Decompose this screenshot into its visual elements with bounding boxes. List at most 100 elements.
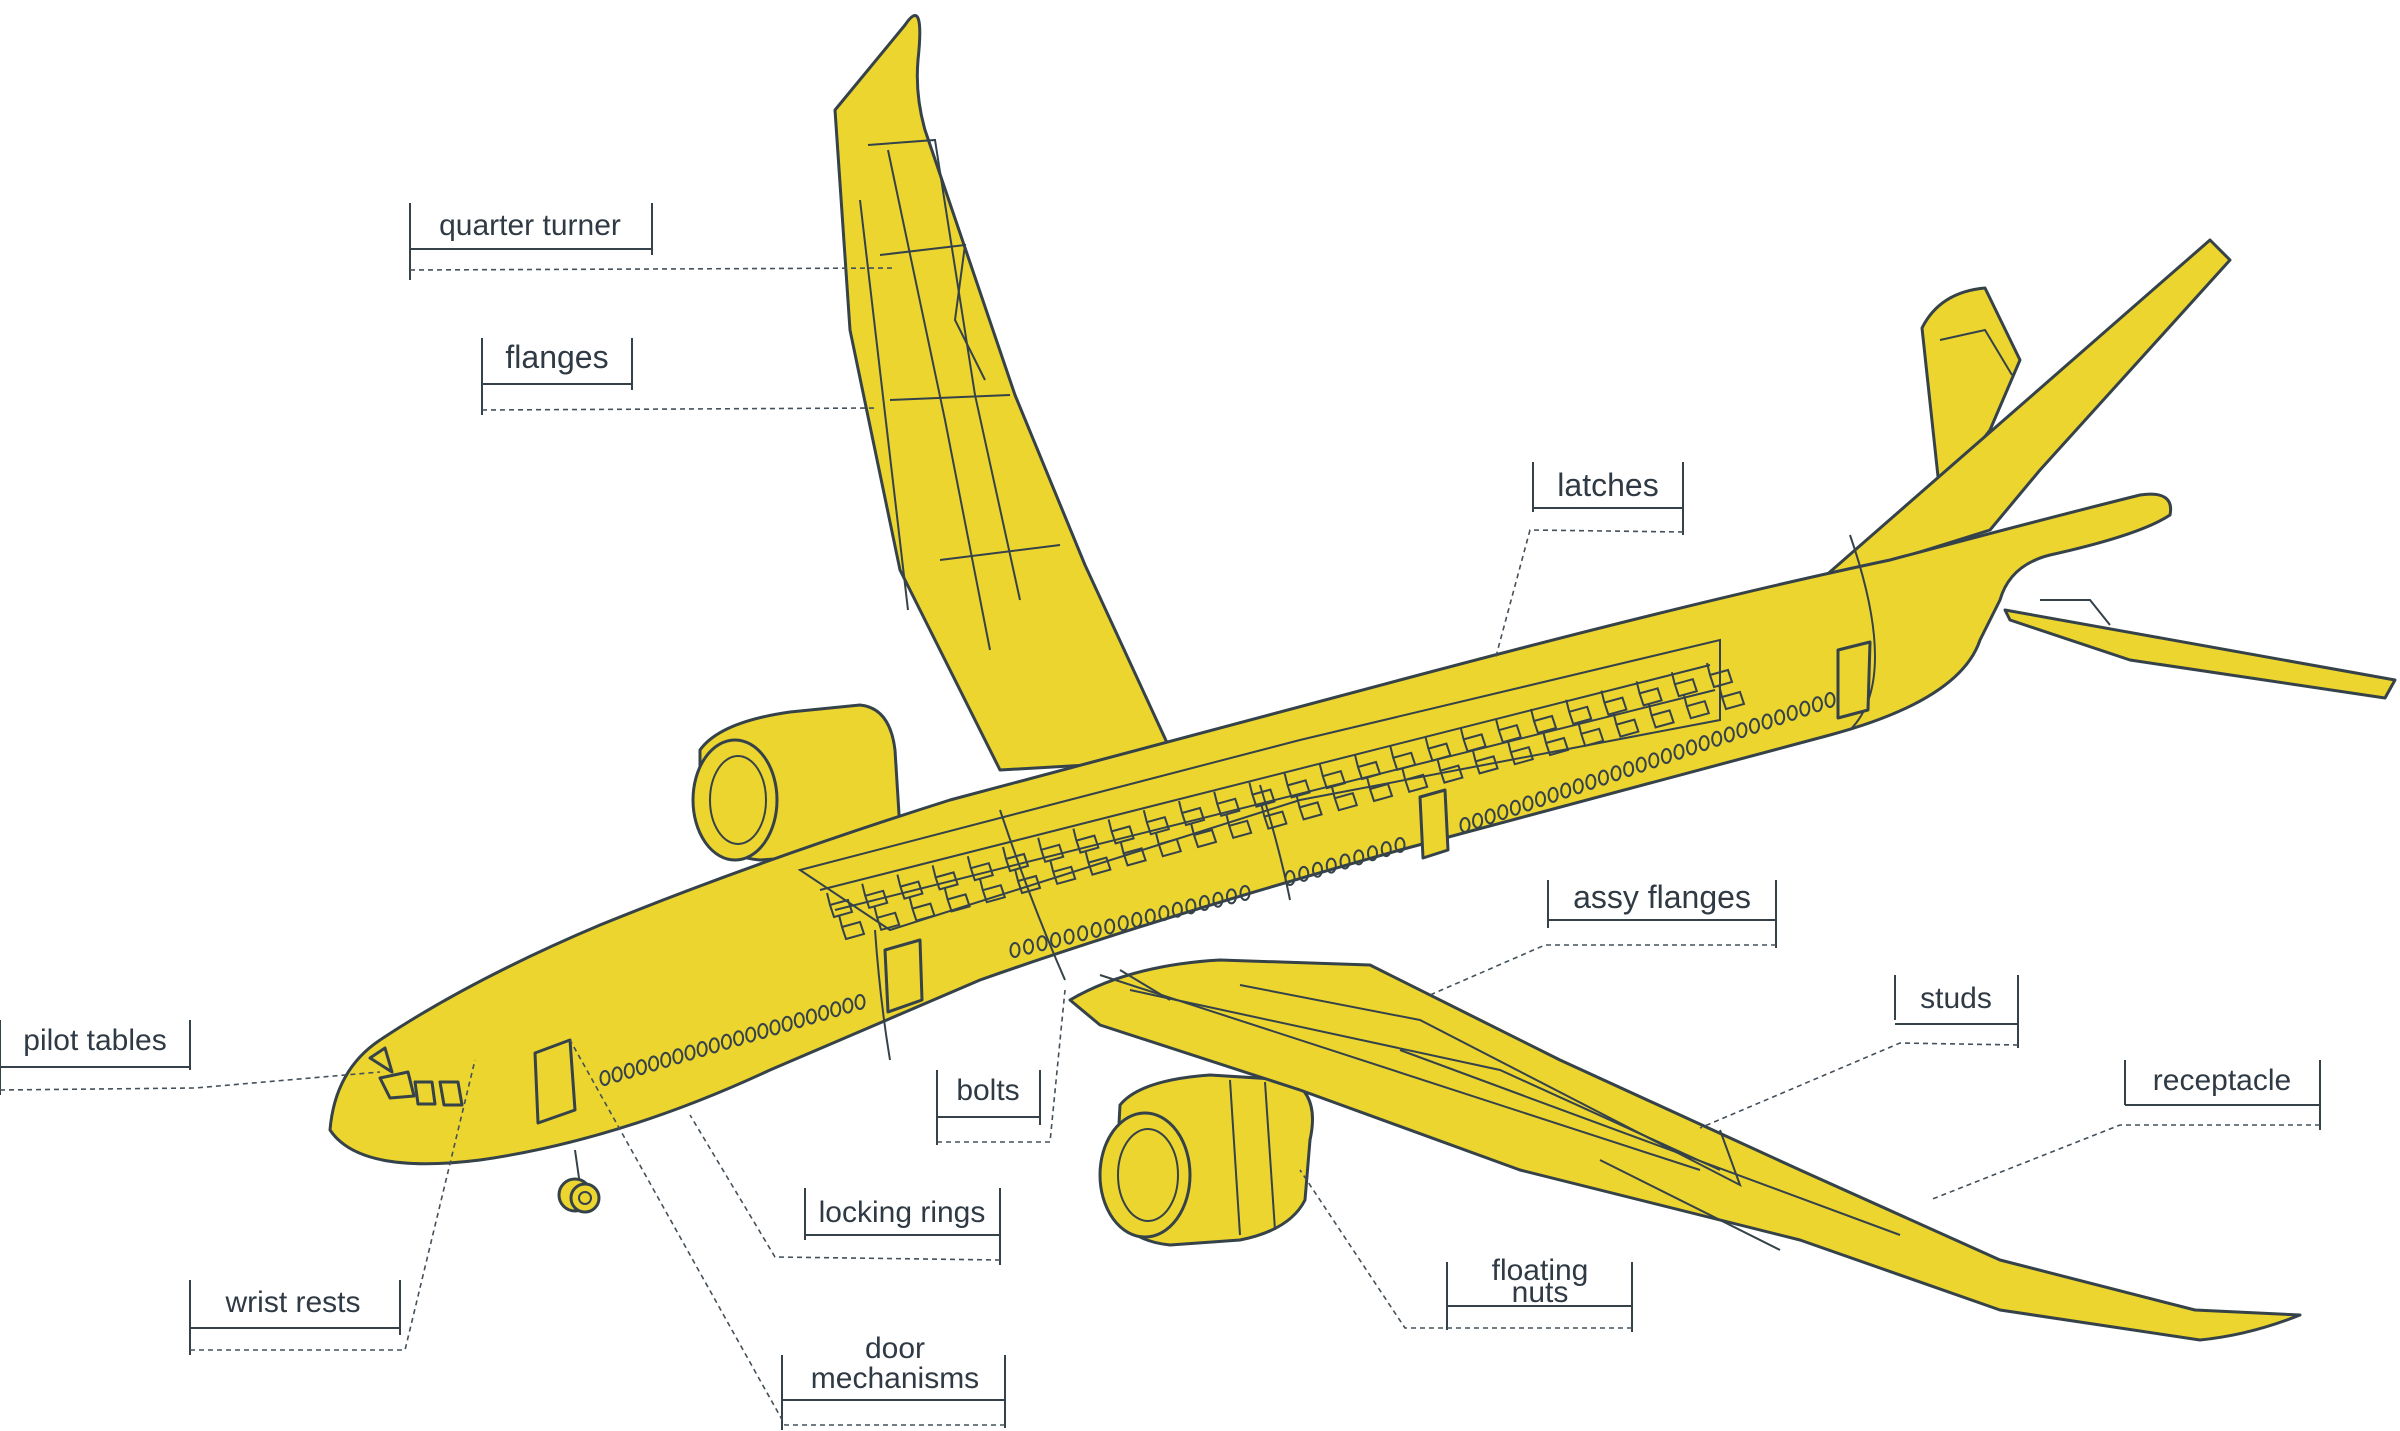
callout-wrist-rests: wrist rests xyxy=(189,1059,476,1355)
window xyxy=(854,994,866,1010)
window xyxy=(1036,935,1048,952)
seat xyxy=(1612,712,1640,738)
window xyxy=(1459,817,1471,833)
seat xyxy=(1213,791,1241,818)
window xyxy=(1723,726,1735,743)
window xyxy=(818,1004,830,1021)
seat xyxy=(1706,662,1734,689)
window xyxy=(1009,942,1021,958)
window xyxy=(684,1044,696,1061)
left-wing xyxy=(833,14,1177,772)
seat xyxy=(1295,795,1323,821)
seat xyxy=(966,855,995,882)
window xyxy=(793,1012,805,1029)
seat xyxy=(1142,809,1171,836)
seat xyxy=(1718,684,1746,711)
window xyxy=(1673,743,1685,760)
window xyxy=(1774,709,1786,726)
seat-rows xyxy=(826,662,1746,941)
seat xyxy=(1565,699,1593,726)
seat xyxy=(1154,831,1183,858)
window xyxy=(660,1051,672,1068)
seat xyxy=(1318,763,1347,790)
window xyxy=(757,1022,769,1039)
window xyxy=(599,1070,611,1086)
window xyxy=(842,997,854,1014)
seat xyxy=(1330,785,1359,812)
window xyxy=(1610,765,1622,782)
window xyxy=(1380,841,1392,858)
seat xyxy=(1072,828,1100,854)
seat xyxy=(1600,690,1628,716)
svg-text:door: door xyxy=(865,1332,925,1365)
window xyxy=(623,1062,635,1079)
svg-text:mechanisms: mechanisms xyxy=(811,1362,979,1395)
callout-assy-flanges: assy flanges xyxy=(1429,879,1777,996)
svg-text:floating: floating xyxy=(1492,1254,1589,1287)
window xyxy=(1023,938,1035,955)
seat xyxy=(1542,730,1570,757)
doors xyxy=(533,640,1872,1125)
window xyxy=(769,1019,781,1036)
window xyxy=(1312,861,1323,878)
seat xyxy=(1002,846,1030,873)
svg-text:nuts: nuts xyxy=(1512,1276,1569,1309)
window xyxy=(1090,921,1102,938)
seat xyxy=(1436,758,1464,784)
window xyxy=(1711,730,1723,747)
seat xyxy=(908,896,936,922)
window xyxy=(1535,791,1547,808)
cabin-interior xyxy=(797,638,1721,932)
seat xyxy=(838,914,866,941)
seat xyxy=(1401,767,1429,794)
window xyxy=(1325,857,1337,874)
tail-fin xyxy=(1813,238,2232,587)
window xyxy=(1648,752,1660,769)
seat xyxy=(1107,819,1135,845)
window xyxy=(805,1008,817,1025)
window xyxy=(781,1015,793,1032)
callout-studs: studs xyxy=(1699,975,2019,1129)
window xyxy=(1761,713,1773,730)
svg-text:studs: studs xyxy=(1920,982,1992,1015)
window xyxy=(745,1026,757,1043)
seat xyxy=(1530,708,1558,735)
window xyxy=(830,1001,842,1018)
callout-door-mechanisms: door mechanisms xyxy=(569,1039,1006,1430)
window xyxy=(1585,773,1597,790)
window xyxy=(1171,901,1183,918)
window xyxy=(1824,692,1836,708)
seat xyxy=(826,892,854,919)
window xyxy=(1597,769,1609,786)
window xyxy=(1811,696,1823,713)
window xyxy=(1367,845,1378,862)
window xyxy=(708,1037,720,1054)
window xyxy=(1472,812,1484,829)
window xyxy=(1635,756,1647,773)
seat xyxy=(873,905,901,932)
window xyxy=(1484,808,1496,825)
window xyxy=(1509,799,1521,816)
svg-text:pilot tables: pilot tables xyxy=(23,1024,166,1057)
window xyxy=(1131,911,1143,928)
svg-text:bolts: bolts xyxy=(956,1074,1019,1107)
seat xyxy=(1670,671,1699,698)
seat xyxy=(1471,749,1499,775)
window xyxy=(1547,786,1559,803)
window xyxy=(1572,778,1584,795)
window xyxy=(1050,931,1062,948)
seat xyxy=(1647,703,1675,729)
window xyxy=(1284,870,1296,886)
window xyxy=(1799,700,1811,717)
window xyxy=(1748,717,1760,734)
window xyxy=(1522,795,1534,812)
seat xyxy=(896,874,924,900)
seat xyxy=(1506,739,1535,766)
callout-locking-rings: locking rings xyxy=(689,1114,1001,1265)
seat xyxy=(1354,754,1382,781)
seat xyxy=(1459,727,1487,753)
callout-flanges: flanges xyxy=(481,338,879,415)
svg-text:assy flanges: assy flanges xyxy=(1573,879,1751,915)
callout-floating-nuts: floating nuts xyxy=(1299,1169,1633,1332)
